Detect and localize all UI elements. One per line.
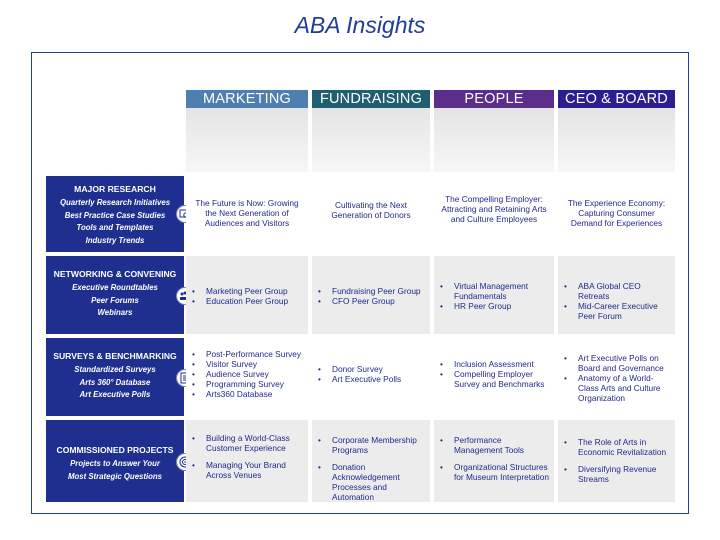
row-subtitle: Art Executive Polls: [79, 390, 151, 399]
cell-marketing-research: The Future is Now: Growing the Next Gene…: [186, 176, 308, 252]
list-item: Programming Survey: [192, 379, 304, 389]
list-item: Audience Survey: [192, 369, 304, 379]
cell-marketing-surveys: Post-Performance SurveyVisitor SurveyAud…: [186, 338, 308, 416]
column-header-people: PEOPLE: [434, 90, 554, 108]
list-item: Virtual Management Fundamentals: [440, 281, 550, 301]
list-item: Donor Survey: [318, 364, 426, 374]
list-item: Anatomy of a World-Class Arts and Cultur…: [564, 373, 671, 403]
list-item: ABA Global CEO Retreats: [564, 281, 671, 301]
cell-people-commissioned: Performance Management ToolsOrganization…: [434, 420, 554, 502]
cell-list: Fundraising Peer GroupCFO Peer Group: [312, 286, 430, 306]
cell-marketing-networking: Marketing Peer GroupEducation Peer Group: [186, 256, 308, 334]
row-subtitle: Executive Roundtables: [72, 283, 158, 292]
column-fade-marketing: [186, 108, 308, 172]
row-title: COMMISSIONED PROJECTS: [56, 445, 174, 455]
list-item: Diversifying Revenue Streams: [564, 464, 671, 484]
list-item: Art Executive Polls on Board and Governa…: [564, 353, 671, 373]
list-item: Education Peer Group: [192, 296, 304, 306]
list-item: HR Peer Group: [440, 301, 550, 311]
cell-list: Post-Performance SurveyVisitor SurveyAud…: [186, 349, 308, 399]
row-subtitle: Quarterly Research Initiatives: [59, 198, 171, 207]
cell-list: ABA Global CEO RetreatsMid-Career Execut…: [558, 281, 675, 321]
cell-text: The Future is Now: Growing the Next Gene…: [195, 198, 299, 228]
list-item: Art Executive Polls: [318, 374, 426, 384]
cell-ceo-commissioned: The Role of Arts in Economic Revitalizat…: [558, 420, 675, 502]
row-title: SURVEYS & BENCHMARKING: [53, 351, 177, 361]
cell-ceo-surveys: Art Executive Polls on Board and Governa…: [558, 338, 675, 416]
cell-list: Art Executive Polls on Board and Governa…: [558, 353, 675, 403]
list-item: Managing Your Brand Across Venues: [192, 460, 304, 480]
cell-list: Virtual Management FundamentalsHR Peer G…: [434, 281, 554, 311]
column-header-marketing: MARKETING: [186, 90, 308, 108]
cell-ceo-research: The Experience Economy: Capturing Consum…: [558, 176, 675, 252]
row-header-major-research: MAJOR RESEARCH Quarterly Research Initia…: [46, 176, 184, 252]
list-item: Organizational Structures for Museum Int…: [440, 462, 550, 482]
cell-list: Building a World-Class Customer Experien…: [186, 433, 308, 480]
cell-marketing-commissioned: Building a World-Class Customer Experien…: [186, 420, 308, 502]
cell-text: The Experience Economy: Capturing Consum…: [567, 198, 666, 228]
content-frame: [31, 52, 689, 514]
row-title: NETWORKING & CONVENING: [53, 269, 177, 279]
list-item: Compelling Employer Survey and Benchmark…: [440, 369, 550, 389]
row-subtitle: Tools and Templates: [76, 223, 154, 232]
page-title: ABA Insights: [294, 12, 426, 38]
list-item: Performance Management Tools: [440, 435, 550, 455]
list-item: Visitor Survey: [192, 359, 304, 369]
list-item: CFO Peer Group: [318, 296, 426, 306]
list-item: The Role of Arts in Economic Revitalizat…: [564, 437, 671, 457]
list-item: Corporate Membership Programs: [318, 435, 426, 455]
cell-list: Donor SurveyArt Executive Polls: [312, 364, 430, 384]
row-header-commissioned: COMMISSIONED PROJECTS Projects to Answer…: [46, 420, 184, 502]
row-subtitle: Best Practice Case Studies: [64, 210, 166, 220]
row-subtitle: Projects to Answer Your Most Strategic Q…: [67, 459, 162, 481]
cell-list: Corporate Membership ProgramsDonation Ac…: [312, 435, 430, 502]
column-fade-fundraising: [312, 108, 430, 172]
row-header-networking: NETWORKING & CONVENING Executive Roundta…: [46, 256, 184, 334]
row-subtitle: Webinars: [97, 308, 133, 317]
row-subtitle: Standardized Surveys: [74, 365, 156, 374]
cell-fundraising-networking: Fundraising Peer GroupCFO Peer Group: [312, 256, 430, 334]
cell-people-surveys: Inclusion AssessmentCompelling Employer …: [434, 338, 554, 416]
cell-ceo-networking: ABA Global CEO RetreatsMid-Career Execut…: [558, 256, 675, 334]
cell-text: The Compelling Employer: Attracting and …: [441, 194, 547, 224]
cell-people-research: The Compelling Employer: Attracting and …: [434, 176, 554, 252]
list-item: Post-Performance Survey: [192, 349, 304, 359]
column-header-fundraising: FUNDRAISING: [312, 90, 430, 108]
cell-list: The Role of Arts in Economic Revitalizat…: [558, 437, 675, 484]
cell-fundraising-commissioned: Corporate Membership ProgramsDonation Ac…: [312, 420, 430, 502]
column-header-ceo-board: CEO & BOARD: [558, 90, 675, 108]
cell-list: Inclusion AssessmentCompelling Employer …: [434, 359, 554, 389]
cell-people-networking: Virtual Management FundamentalsHR Peer G…: [434, 256, 554, 334]
cell-fundraising-research: Cultivating the Next Generation of Donor…: [312, 176, 430, 252]
column-fade-ceo-board: [558, 108, 675, 172]
list-item: Fundraising Peer Group: [318, 286, 426, 296]
cell-list: Marketing Peer GroupEducation Peer Group: [186, 286, 308, 306]
row-header-surveys: SURVEYS & BENCHMARKING Standardized Surv…: [46, 338, 184, 416]
row-subtitle: Arts 360° Database: [79, 377, 151, 387]
cell-fundraising-surveys: Donor SurveyArt Executive Polls: [312, 338, 430, 416]
row-title: MAJOR RESEARCH: [74, 184, 156, 194]
list-item: Inclusion Assessment: [440, 359, 550, 369]
list-item: Building a World-Class Customer Experien…: [192, 433, 304, 453]
list-item: Donation Acknowledgement Processes and A…: [318, 462, 426, 502]
list-item: Marketing Peer Group: [192, 286, 304, 296]
column-fade-people: [434, 108, 554, 172]
cell-list: Performance Management ToolsOrganization…: [434, 435, 554, 482]
cell-text: Cultivating the Next Generation of Donor…: [331, 200, 411, 220]
list-item: Mid-Career Executive Peer Forum: [564, 301, 671, 321]
row-subtitle: Peer Forums: [91, 295, 139, 305]
row-subtitle: Industry Trends: [85, 235, 145, 245]
list-item: Arts360 Database: [192, 389, 304, 399]
